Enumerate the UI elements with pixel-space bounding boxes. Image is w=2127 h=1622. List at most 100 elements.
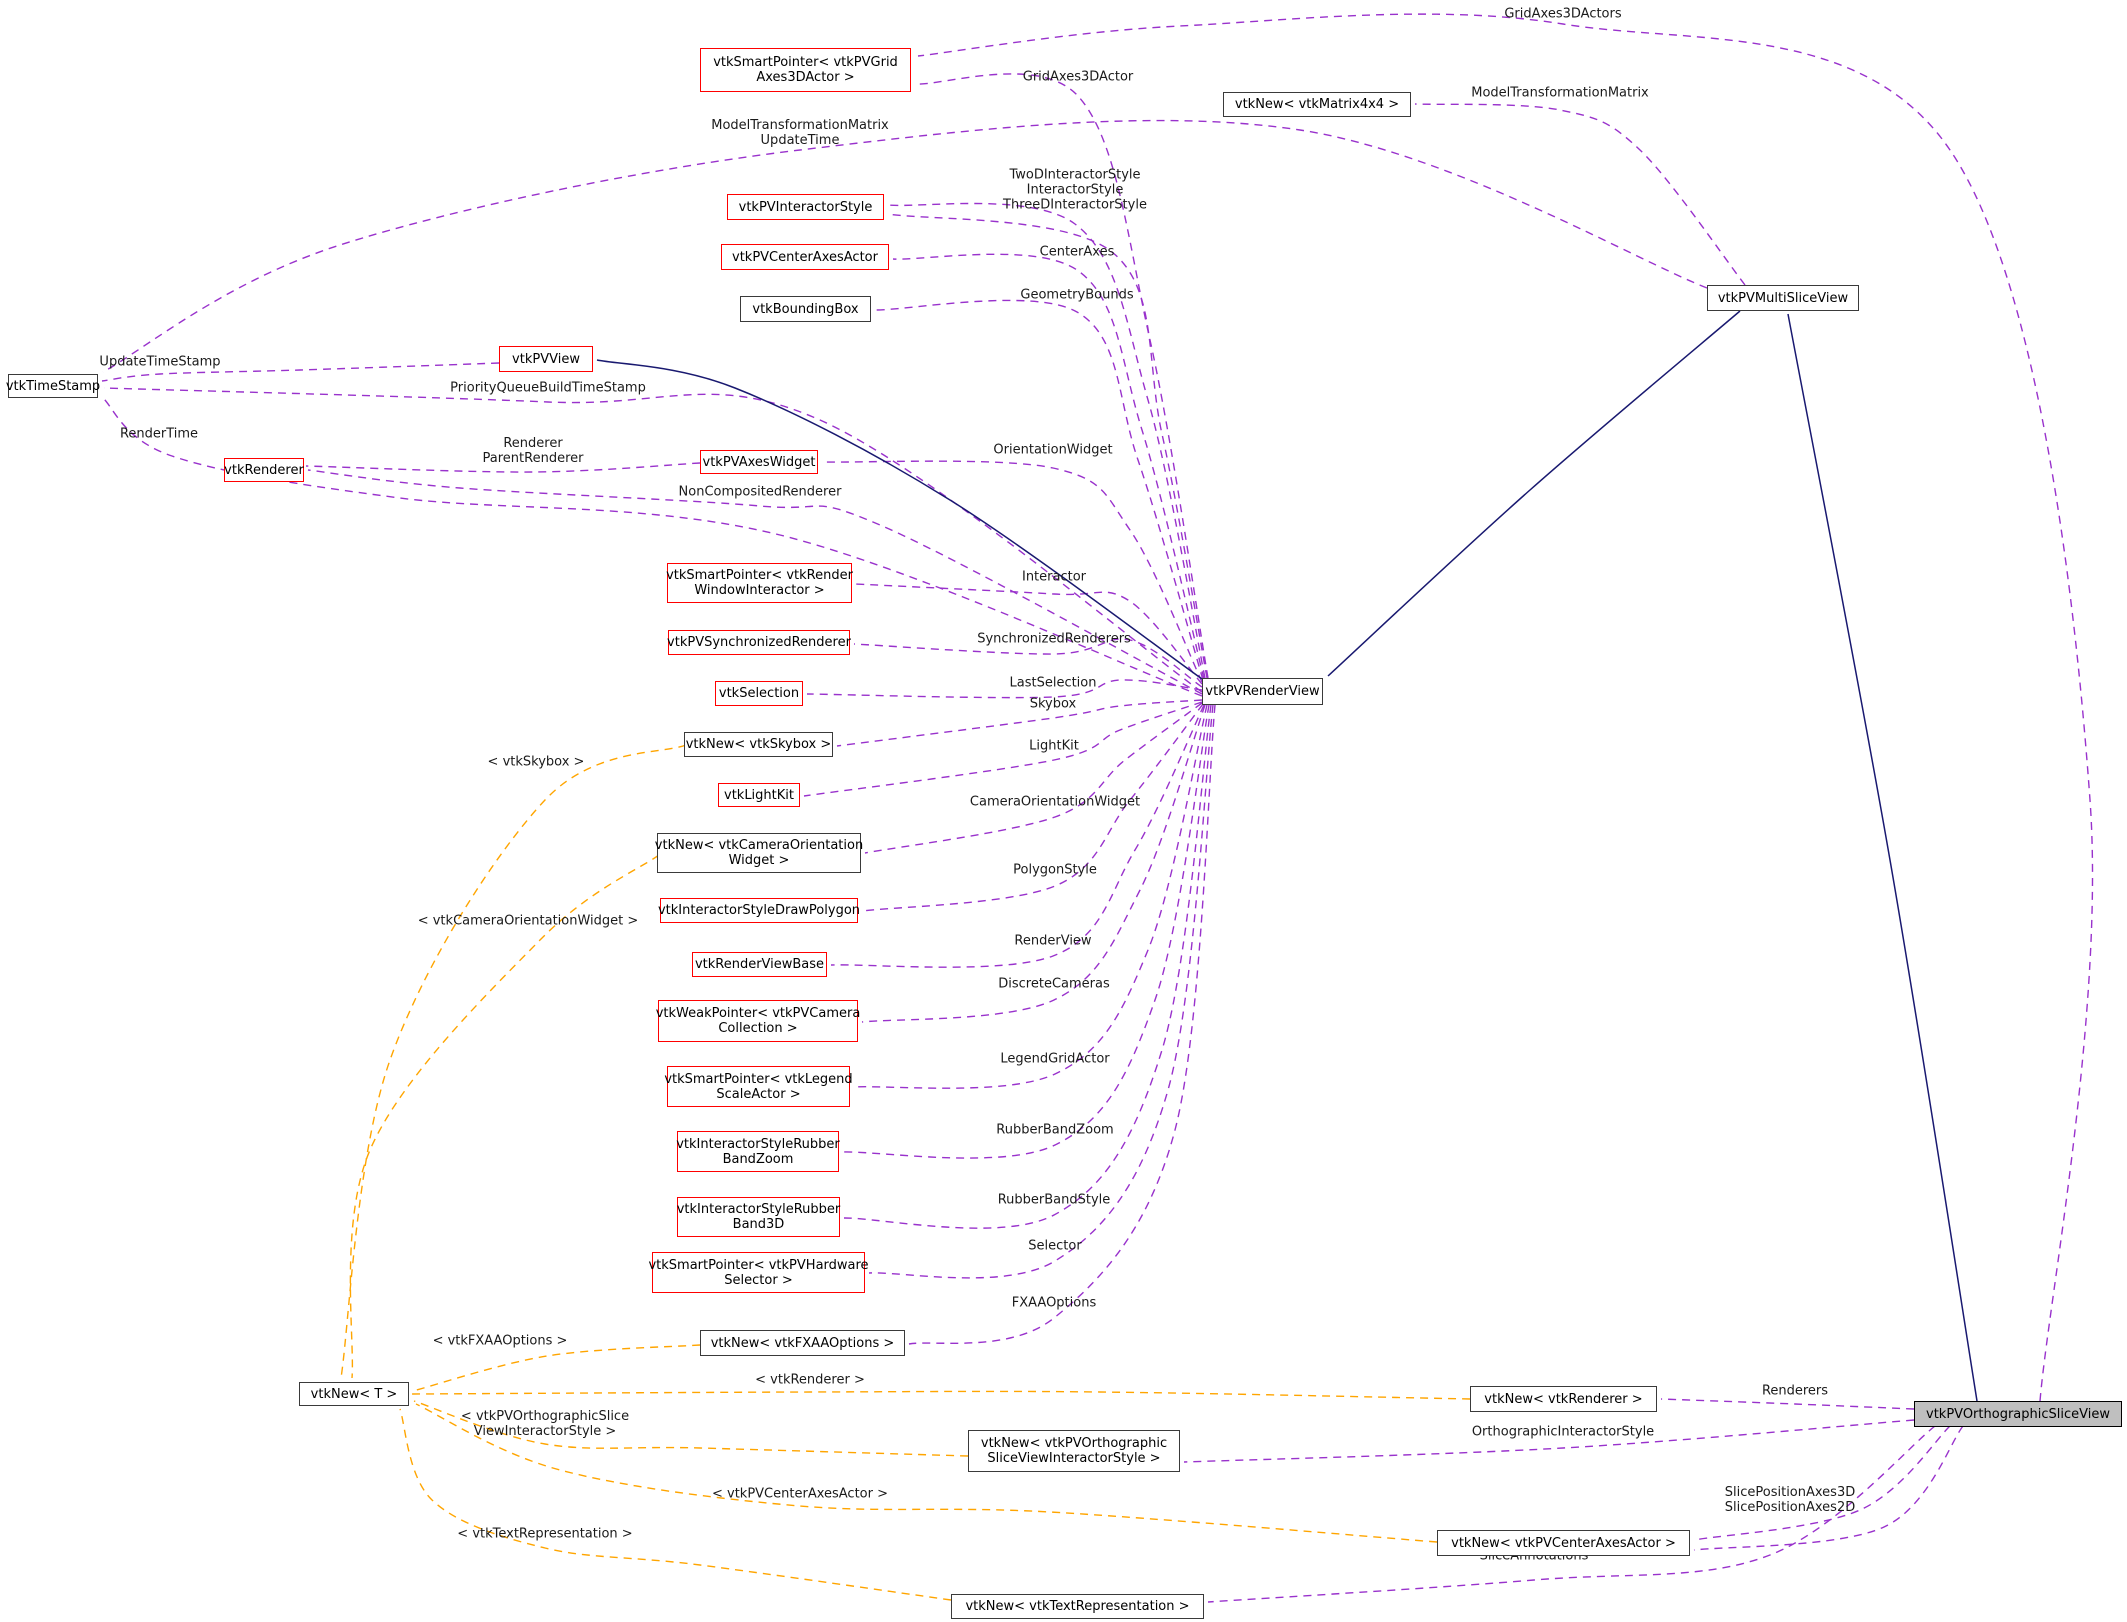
edge-label-pvrenderview-to-pvsync: SynchronizedRenderers: [977, 632, 1131, 647]
edge-pvmultislice-to-new-matrix: [1414, 103, 1746, 286]
class-node-label: vtkNew< vtkFXAAOptions >: [710, 1335, 895, 1351]
class-node-label: vtkInteractorStyleRubber: [676, 1136, 840, 1152]
edge-pvrenderview-to-pvview: [596, 359, 1203, 680]
class-node-pvrenderview[interactable]: vtkPVRenderView: [1202, 678, 1323, 705]
class-node-new-matrix[interactable]: vtkNew< vtkMatrix4x4 >: [1223, 92, 1411, 117]
class-node-new-renderer[interactable]: vtkNew< vtkRenderer >: [1470, 1386, 1657, 1412]
edge-label-new-skybox-to-newT: < vtkSkybox >: [488, 755, 585, 770]
edge-label-line: GridAxes3DActors: [1504, 6, 1622, 22]
class-node-timestamp[interactable]: vtkTimeStamp: [6, 374, 100, 398]
edge-new-skybox-to-newT: [340, 744, 687, 1379]
edge-pvrenderview-to-new-skybox: [836, 699, 1203, 747]
class-node-label: vtkNew< vtkPVCenterAxesActor >: [1451, 1535, 1676, 1551]
edge-label-line: UpdateTimeStamp: [99, 354, 221, 370]
class-node-boundingbox[interactable]: vtkBoundingBox: [740, 296, 871, 322]
edge-pvrenderview-to-sp-hw: [868, 704, 1214, 1279]
class-node-drawpolygon[interactable]: vtkInteractorStyleDrawPolygon: [657, 898, 861, 923]
class-node-pvaxeswidget[interactable]: vtkPVAxesWidget: [700, 450, 818, 474]
edge-pvrenderview-to-selection: [806, 679, 1203, 699]
edge-label-line: FXAAOptions: [1011, 1295, 1097, 1311]
class-node-newT[interactable]: vtkNew< T >: [299, 1382, 409, 1406]
class-node-new-centeraxes[interactable]: vtkNew< vtkPVCenterAxesActor >: [1437, 1530, 1690, 1556]
edge-label-line: Interactor: [1021, 569, 1087, 585]
edge-label-line: ModelTransformationMatrix: [1471, 85, 1649, 101]
edge-ortho-to-new-orthostyle: [1183, 1419, 1915, 1463]
class-node-renderer[interactable]: vtkRenderer: [224, 458, 304, 482]
class-node-label: vtkInteractorStyleDrawPolygon: [657, 903, 861, 918]
class-node-label: vtkPVCenterAxesActor: [732, 249, 878, 265]
edge-label-line: SynchronizedRenderers: [977, 631, 1131, 647]
class-node-label: vtkNew< vtkSkybox >: [685, 737, 832, 752]
edge-pvrenderview-to-weakptr-cam: [861, 704, 1206, 1023]
edge-pvrenderview-to-rb3d: [843, 704, 1212, 1229]
class-node-label: Axes3DActor >: [756, 70, 855, 85]
edge-label-pvview-to-timestamp: UpdateTimeStamp: [99, 355, 220, 370]
edge-label-line: < vtkFXAAOptions >: [432, 1333, 568, 1349]
class-node-pvview[interactable]: vtkPVView: [499, 346, 593, 372]
class-node-pvmultislice[interactable]: vtkPVMultiSliceView: [1707, 285, 1859, 311]
edge-pvmultislice-to-timestamp: [102, 119, 1708, 373]
class-node-new-skybox[interactable]: vtkNew< vtkSkybox >: [684, 732, 833, 757]
class-node-label: vtkNew< T >: [310, 1386, 398, 1402]
edge-label-line: GridAxes3DActor: [1022, 69, 1134, 85]
edge-pvrenderview-to-renderer: [307, 469, 1203, 695]
edge-label-new-centeraxes-to-newT: < vtkPVCenterAxesActor >: [712, 1487, 888, 1502]
edge-label-line: PriorityQueueBuildTimeStamp: [450, 380, 646, 396]
class-node-pvcenteraxes[interactable]: vtkPVCenterAxesActor: [721, 244, 889, 270]
edge-label-line: TwoDInteractorStyle: [1009, 167, 1141, 183]
class-node-pvsync[interactable]: vtkPVSynchronizedRenderer: [667, 630, 851, 655]
edge-label-pvrenderview-to-new-camorient: CameraOrientationWidget: [970, 795, 1140, 810]
edge-label-line: RenderView: [1014, 933, 1092, 949]
edge-pvrenderview-to-pvaxeswidget: [821, 460, 1203, 683]
edge-new-orthostyle-to-newT: [413, 1400, 969, 1457]
edge-label-line: < vtkRenderer >: [755, 1372, 865, 1388]
edge-label-line: NonCompositedRenderer: [678, 484, 842, 500]
class-node-label: vtkPVRenderView: [1205, 684, 1320, 699]
class-node-label: vtkSmartPointer< vtkPVHardware: [648, 1257, 869, 1273]
edge-label-line: LightKit: [1029, 738, 1079, 754]
edge-label-line: < vtkTextRepresentation >: [457, 1526, 633, 1542]
class-node-label: vtkPVInteractorStyle: [738, 199, 873, 215]
edge-label-line: LastSelection: [1009, 675, 1097, 691]
class-node-new-textrep[interactable]: vtkNew< vtkTextRepresentation >: [951, 1594, 1204, 1619]
class-node-label: vtkNew< vtkTextRepresentation >: [965, 1599, 1190, 1614]
class-node-pvinteractorstyle[interactable]: vtkPVInteractorStyle: [727, 194, 884, 220]
edge-label-line: PolygonStyle: [1013, 862, 1097, 878]
edge-label-ortho-to-new-orthostyle: OrthographicInteractorStyle: [1472, 1425, 1654, 1440]
class-node-ortho[interactable]: vtkPVOrthographicSliceView: [1914, 1401, 2122, 1427]
edge-label-pvrenderview-to-new-skybox: Skybox: [1030, 697, 1077, 712]
edge-pvrenderview-to-timestamp: [103, 387, 1203, 693]
edge-pvrenderview-to-pvinteractorstyle: [887, 213, 1208, 679]
edge-label-line: InteractorStyle: [1026, 182, 1124, 198]
edge-label-line: Selector: [1028, 1238, 1082, 1254]
edge-label-line: < vtkPVOrthographicSlice: [460, 1409, 630, 1424]
class-node-label: Band3D: [732, 1217, 785, 1232]
edge-pvmultislice-to-pvrenderview: [1327, 310, 1741, 677]
edge-label-pvrenderview-to-boundingbox: GeometryBounds: [1020, 288, 1133, 303]
class-node-lightkit[interactable]: vtkLightKit: [718, 783, 800, 807]
class-node-label: vtkRenderViewBase: [694, 957, 825, 972]
class-node-label: SliceViewInteractorStyle >: [987, 1451, 1161, 1466]
class-node-selection[interactable]: vtkSelection: [715, 681, 803, 706]
edge-label-line: < vtkSkybox >: [487, 754, 585, 770]
class-node-label: WindowInteractor >: [694, 583, 825, 598]
edge-label-line: RubberBandZoom: [996, 1122, 1114, 1138]
class-node-new-fxaa[interactable]: vtkNew< vtkFXAAOptions >: [700, 1330, 905, 1356]
edge-label-pvrenderview-to-drawpolygon: PolygonStyle: [1013, 863, 1097, 878]
class-node-label: vtkWeakPointer< vtkPVCamera: [655, 1006, 861, 1021]
class-node-renderviewbase[interactable]: vtkRenderViewBase: [692, 952, 827, 977]
edge-label-pvrenderview-to-sp-hw: Selector: [1028, 1239, 1081, 1254]
edge-label-line: UpdateTime: [760, 133, 840, 148]
